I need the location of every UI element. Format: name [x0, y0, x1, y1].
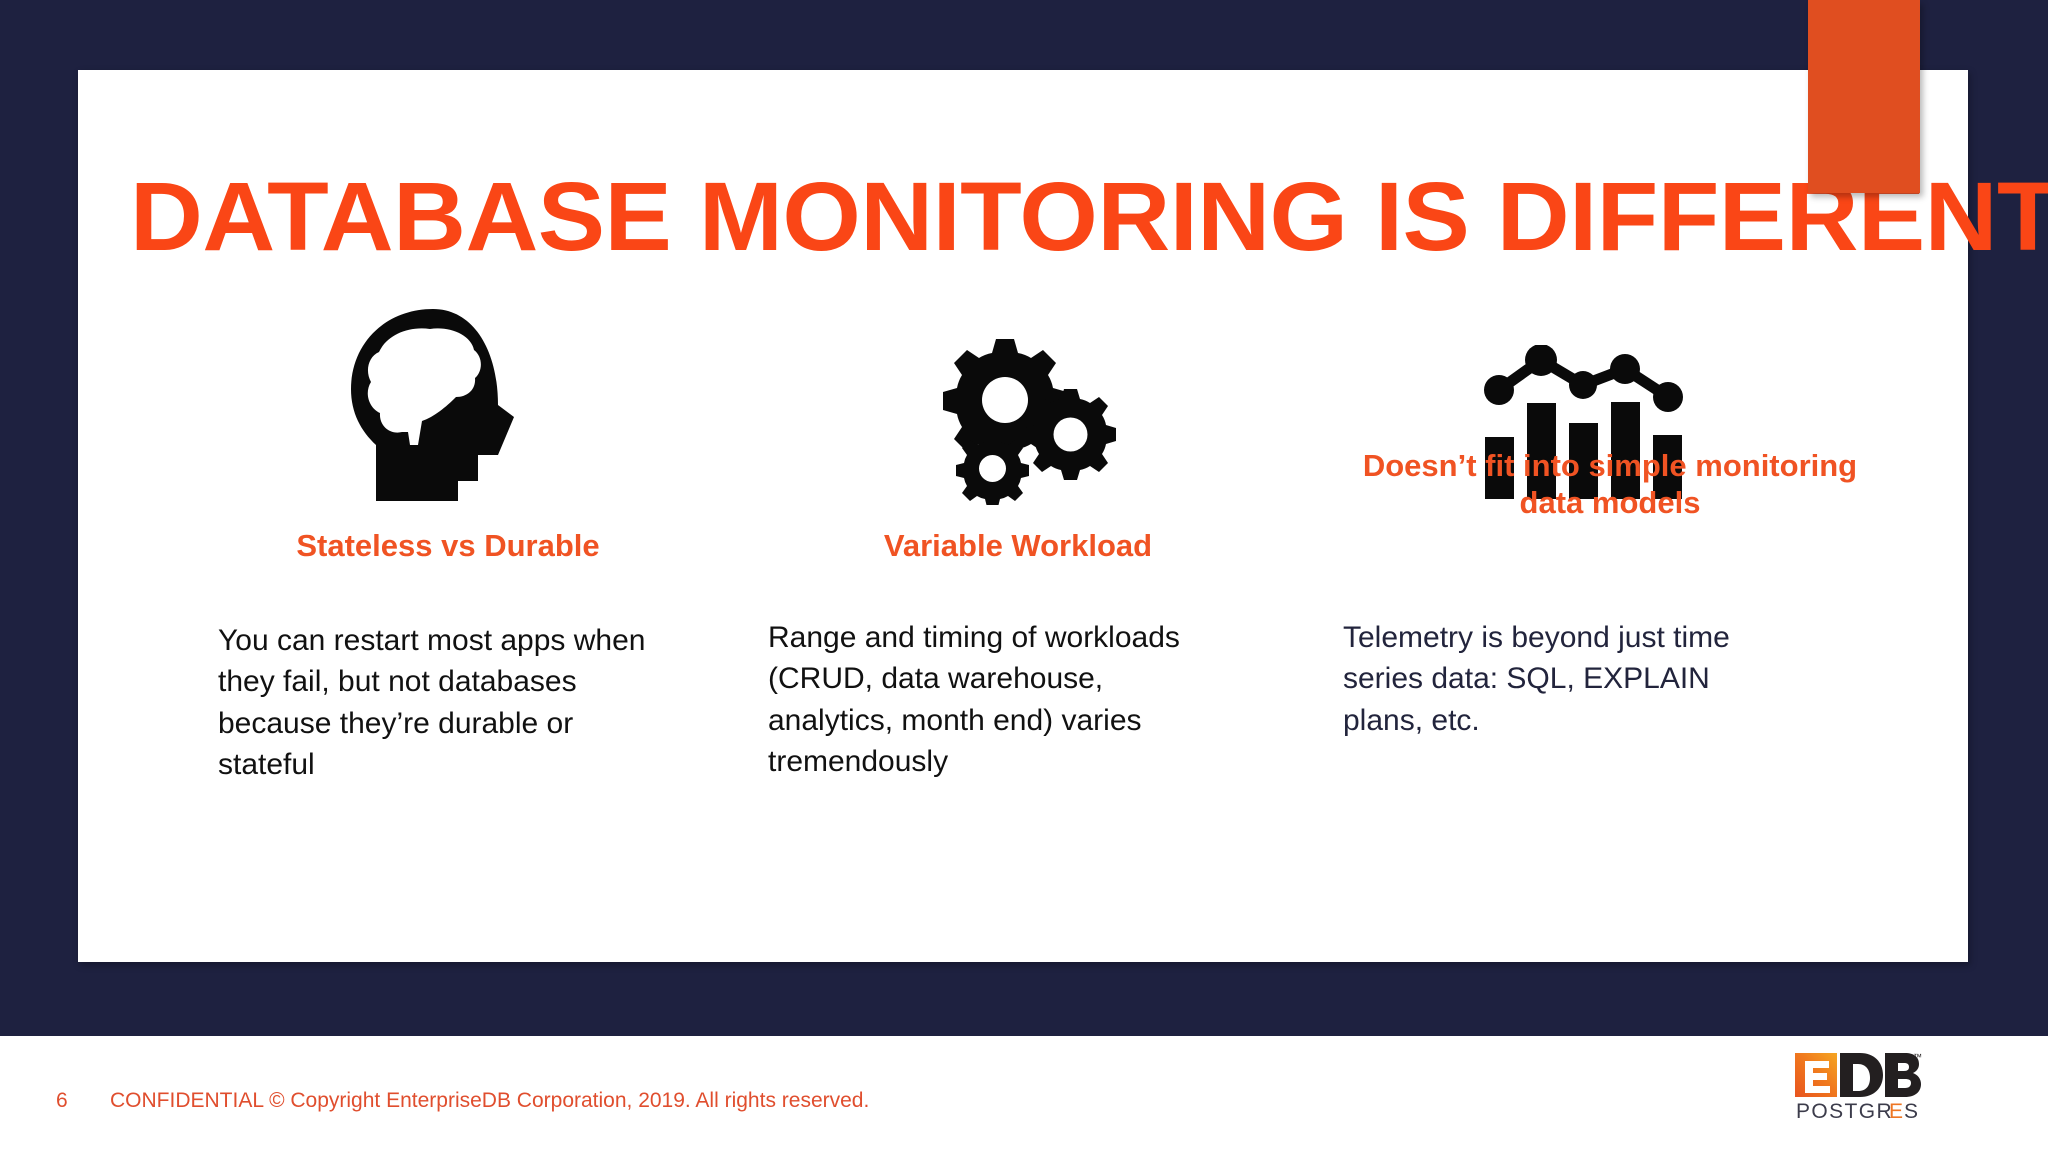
columns-container: Stateless vs Durable You can restart mos…: [78, 290, 1968, 970]
wordmark-postgr: POSTGR: [1796, 1100, 1893, 1123]
column-body: Telemetry is beyond just time series dat…: [1343, 621, 1730, 737]
column-body: Range and timing of workloads (CRUD, dat…: [768, 621, 1180, 779]
content-card: [78, 70, 1968, 962]
trademark-symbol: ™: [1913, 1052, 1922, 1062]
column-heading: Stateless vs Durable: [296, 528, 600, 563]
page-title: DATABASE MONITORING IS DIFFERENT: [130, 162, 2048, 271]
column-stateless-vs-durable: Stateless vs Durable You can restart mos…: [168, 290, 728, 970]
head-brain-icon: [168, 290, 728, 505]
wordmark-e: E: [1889, 1100, 1904, 1123]
orange-accent-bar: [1808, 0, 1920, 193]
confidential-notice: CONFIDENTIAL © Copyright EnterpriseDB Co…: [110, 1089, 870, 1112]
column-heading: Doesn’t fit into simple monitoring data …: [1362, 448, 1858, 520]
edb-postgres-logo: ™ POSTGR E S: [1793, 1048, 1923, 1124]
column-heading: Variable Workload: [883, 528, 1153, 563]
column-data-models: Doesn’t fit into simple monitoring data …: [1328, 290, 1888, 970]
bar-line-chart-icon: [1328, 290, 1888, 505]
page-number: 6: [56, 1089, 68, 1112]
column-variable-workload: Variable Workload Range and timing of wo…: [738, 290, 1298, 970]
gears-icon: [738, 290, 1298, 505]
wordmark-s: S: [1904, 1100, 1919, 1123]
column-body: You can restart most apps when they fail…: [218, 624, 646, 782]
